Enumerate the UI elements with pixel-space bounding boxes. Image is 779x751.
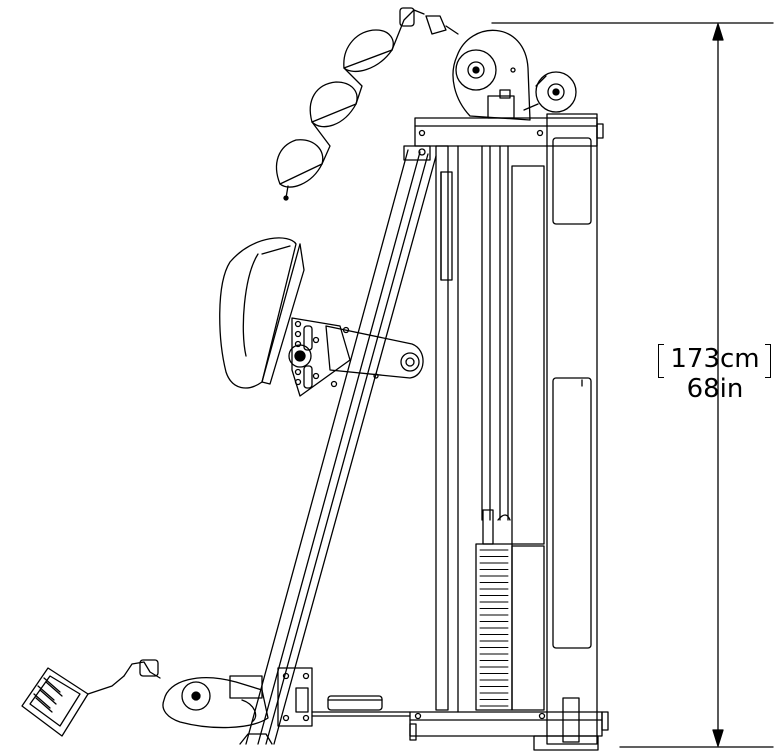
dimension-bracket-right <box>765 344 771 378</box>
height-dimension-line <box>491 22 774 748</box>
lower-pulley-assembly <box>87 659 411 729</box>
height-metric-label: 173cm <box>670 344 760 374</box>
dimension-bracket-left <box>658 344 664 378</box>
adjustable-arm-rail <box>239 145 437 745</box>
top-frame-cap <box>414 117 604 147</box>
back-pad <box>219 237 305 389</box>
top-pulley-head <box>452 29 577 121</box>
stirrup-handle <box>21 667 89 737</box>
height-imperial-label: 68in <box>686 374 744 404</box>
weight-stack <box>475 509 513 711</box>
weight-guide-rods <box>435 145 545 713</box>
top-cable-ball-weights <box>275 7 459 201</box>
main-column <box>546 113 598 745</box>
pad-bracket <box>288 317 424 397</box>
base-frame <box>409 711 609 751</box>
